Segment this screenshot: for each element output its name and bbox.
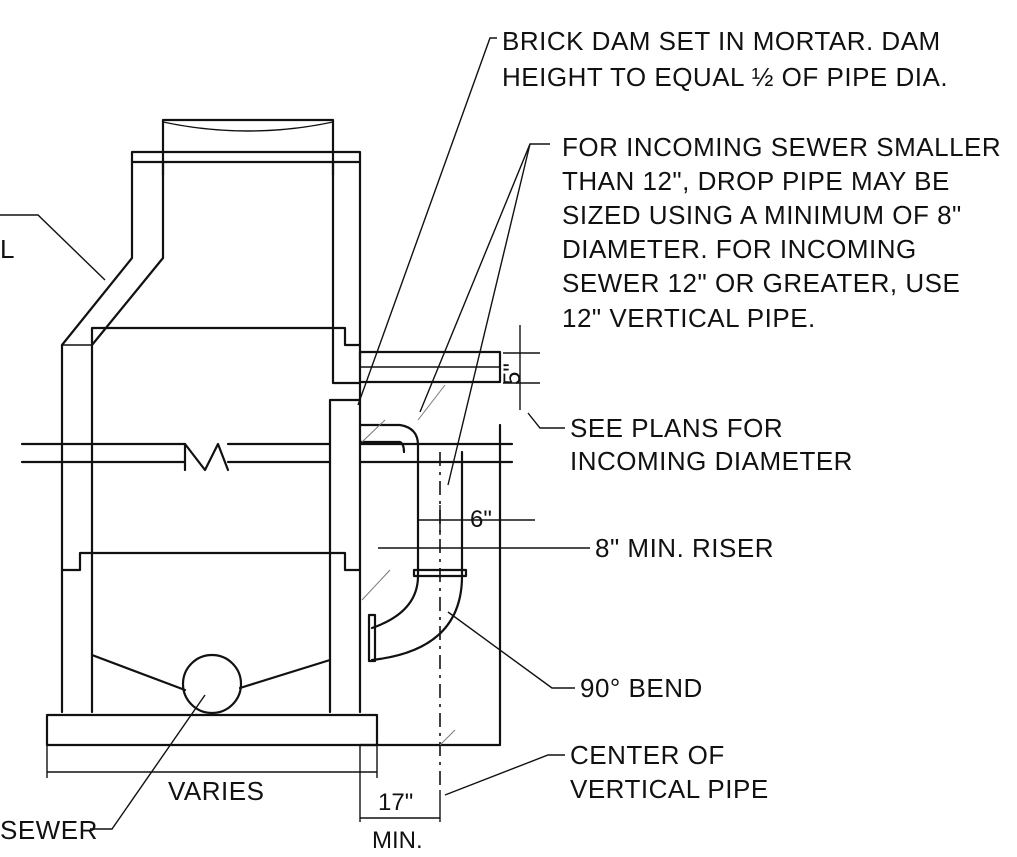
manhole-structure [20, 118, 514, 747]
drop-pipe-note-line-6: 12" VERTICAL PIPE. [562, 303, 816, 333]
outgoing-sewer-pipe [181, 653, 243, 715]
center-note-line-2: VERTICAL PIPE [570, 774, 769, 804]
base-slab [45, 713, 379, 747]
drop-pipe-note-line-5: SEWER 12" OR GREATER, USE [562, 268, 960, 298]
bend-note: 90° BEND [580, 673, 703, 703]
frame-and-cover [130, 118, 362, 177]
invert-channel [90, 653, 332, 715]
seventeen-inch-dimension: 17" [378, 789, 413, 816]
incoming-pipe-break [20, 442, 514, 472]
left-partial-label: L [0, 234, 15, 264]
brick-dam-note-line-1: BRICK DAM SET IN MORTAR. DAM [502, 26, 941, 56]
brick-dam-note-line-2: HEIGHT TO EQUAL ½ OF PIPE DIA. [502, 62, 948, 92]
leader-lines [0, 37, 575, 830]
drop-pipe-note-line-4: DIAMETER. FOR INCOMING [562, 234, 917, 264]
notes: BRICK DAM SET IN MORTAR. DAM HEIGHT TO E… [0, 26, 1001, 845]
dimension-lines [46, 325, 590, 822]
see-plans-note-line-1: SEE PLANS FOR [570, 413, 783, 443]
drop-pipe-note-line-3: SIZED USING A MINIMUM OF 8" [562, 200, 962, 230]
drop-pipe-note-line-1: FOR INCOMING SEWER SMALLER [562, 132, 1001, 162]
riser-note: 8" MIN. RISER [595, 533, 774, 563]
drop-pipe-note-line-2: THAN 12", DROP PIPE MAY BE [562, 166, 950, 196]
five-inch-dimension: 5" [499, 363, 526, 385]
six-inch-dimension: 6" [470, 506, 492, 533]
see-plans-note-line-2: INCOMING DIAMETER [570, 446, 853, 476]
drop-connection [358, 350, 502, 790]
dimension-text: 5" 6" 17" MIN. [372, 363, 526, 854]
min-label: MIN. [372, 827, 423, 854]
hatching [361, 384, 456, 746]
sewer-label: SEWER [0, 815, 98, 845]
varies-label: VARIES [168, 776, 264, 806]
manhole-walls [60, 160, 362, 714]
center-note-line-1: CENTER OF [570, 740, 725, 770]
